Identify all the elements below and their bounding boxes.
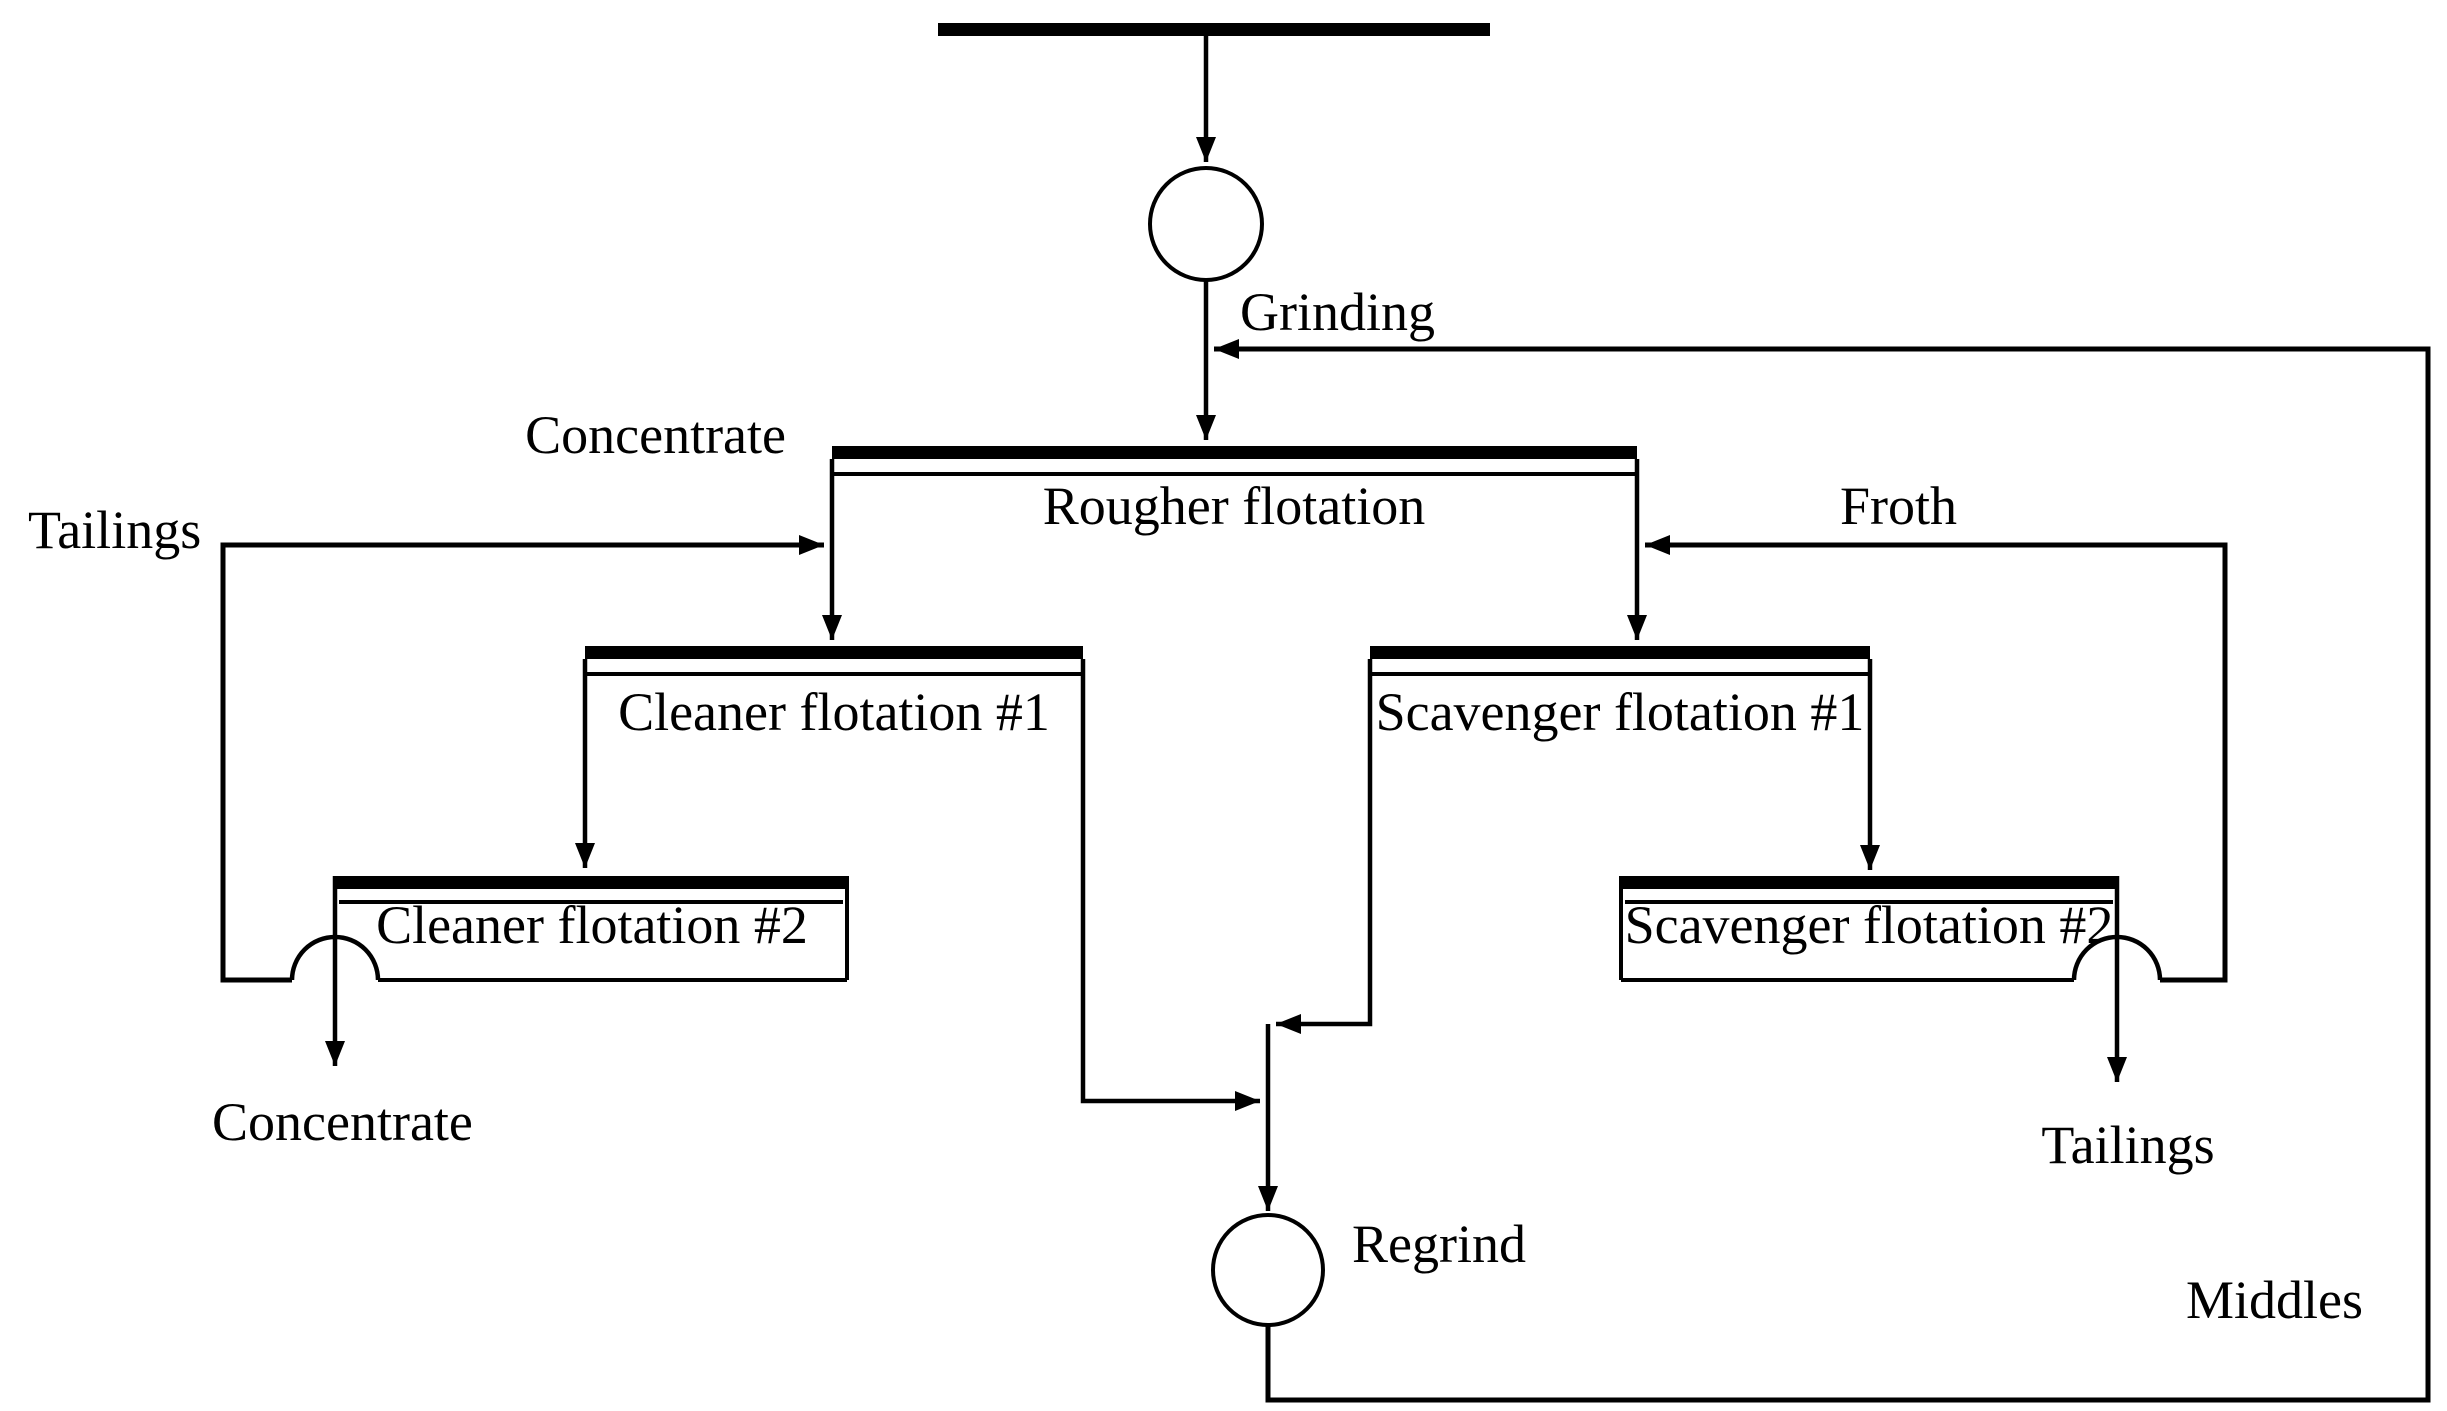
grinding-mill-circle (1148, 166, 1264, 282)
scavenger1-concentrate-to-regrind-arrow (1276, 659, 1373, 1034)
rougher-flotation-unit: Rougher flotation Concentrate (525, 405, 1647, 640)
grinding-label: Grinding (1240, 282, 1435, 342)
regrind-label: Regrind (1352, 1214, 1526, 1274)
froth-recycle-label: Froth (1840, 476, 1957, 536)
cleaner1-flotation-unit: Cleaner flotation #1 (575, 646, 1260, 1111)
feed-stock-bar (938, 23, 1490, 36)
regrind-mill-circle (1211, 1213, 1325, 1327)
froth-recycle-line (1645, 535, 2228, 983)
feed-and-grinding-section: Grinding (938, 23, 1490, 440)
middles-recycle-label: Middles (2186, 1270, 2363, 1330)
scavenger1-cell-bar (1370, 646, 1870, 659)
scavenger1-flotation-label: Scavenger flotation #1 (1376, 682, 1865, 742)
scavenger2-cell-bar (1621, 876, 2117, 889)
middles-recycle-line (1214, 339, 2431, 1403)
cleaner1-flotation-label: Cleaner flotation #1 (618, 682, 1050, 742)
cleaner2-flotation-unit: Cleaner flotation #2 (335, 876, 849, 982)
cleaner2-cell-bar (335, 876, 847, 889)
scavenger2-flotation-label: Scavenger flotation #2 (1625, 895, 2114, 955)
final-concentrate-label: Concentrate (212, 1092, 473, 1152)
rougher-concentrate-label: Concentrate (525, 405, 786, 465)
final-tailings-label: Tailings (2041, 1115, 2214, 1175)
cleaner-tailings-recycle-line (220, 535, 824, 983)
rougher-flotation-label: Rougher flotation (1043, 476, 1425, 536)
scavenger2-flotation-unit: Scavenger flotation #2 (1619, 876, 2117, 982)
cleaner-tailings-recycle-label: Tailings (28, 500, 201, 560)
cleaner2-flotation-label: Cleaner flotation #2 (376, 895, 808, 955)
rougher-cell-bar (832, 446, 1637, 459)
cleaner1-tailings-to-regrind-arrow (1080, 659, 1260, 1111)
cleaner1-cell-bar (585, 646, 1083, 659)
scavenger1-flotation-unit: Scavenger flotation #1 (1276, 646, 1880, 1034)
